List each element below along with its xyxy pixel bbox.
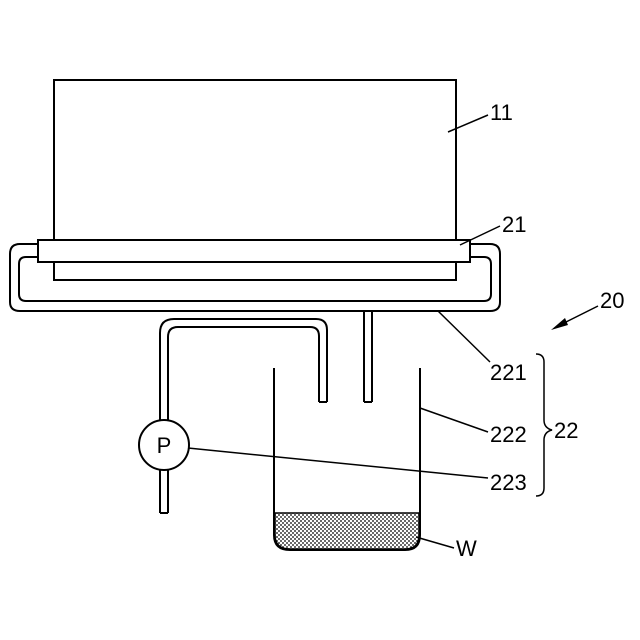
- part-21-plate: [38, 240, 470, 262]
- label-22: 22: [554, 418, 578, 443]
- water-w: [275, 513, 419, 549]
- leader-221: [438, 311, 490, 362]
- brace-22: [536, 354, 552, 496]
- label-223: 223: [490, 470, 527, 495]
- label-221: 221: [490, 360, 527, 385]
- label-21: 21: [502, 212, 526, 237]
- pump-symbol: P: [157, 433, 172, 458]
- leader-20-arrowhead: [551, 318, 568, 330]
- label-w: W: [456, 536, 477, 561]
- leader-223: [188, 448, 488, 478]
- leader-11: [448, 115, 488, 132]
- label-11: 11: [490, 100, 513, 125]
- suction-pipe-outer: [160, 319, 327, 426]
- suction-pipe-inner: [168, 327, 319, 426]
- leader-21: [460, 226, 500, 245]
- label-20: 20: [600, 288, 624, 313]
- label-222: 222: [490, 422, 527, 447]
- leader-222: [420, 408, 488, 432]
- leader-w: [416, 537, 454, 548]
